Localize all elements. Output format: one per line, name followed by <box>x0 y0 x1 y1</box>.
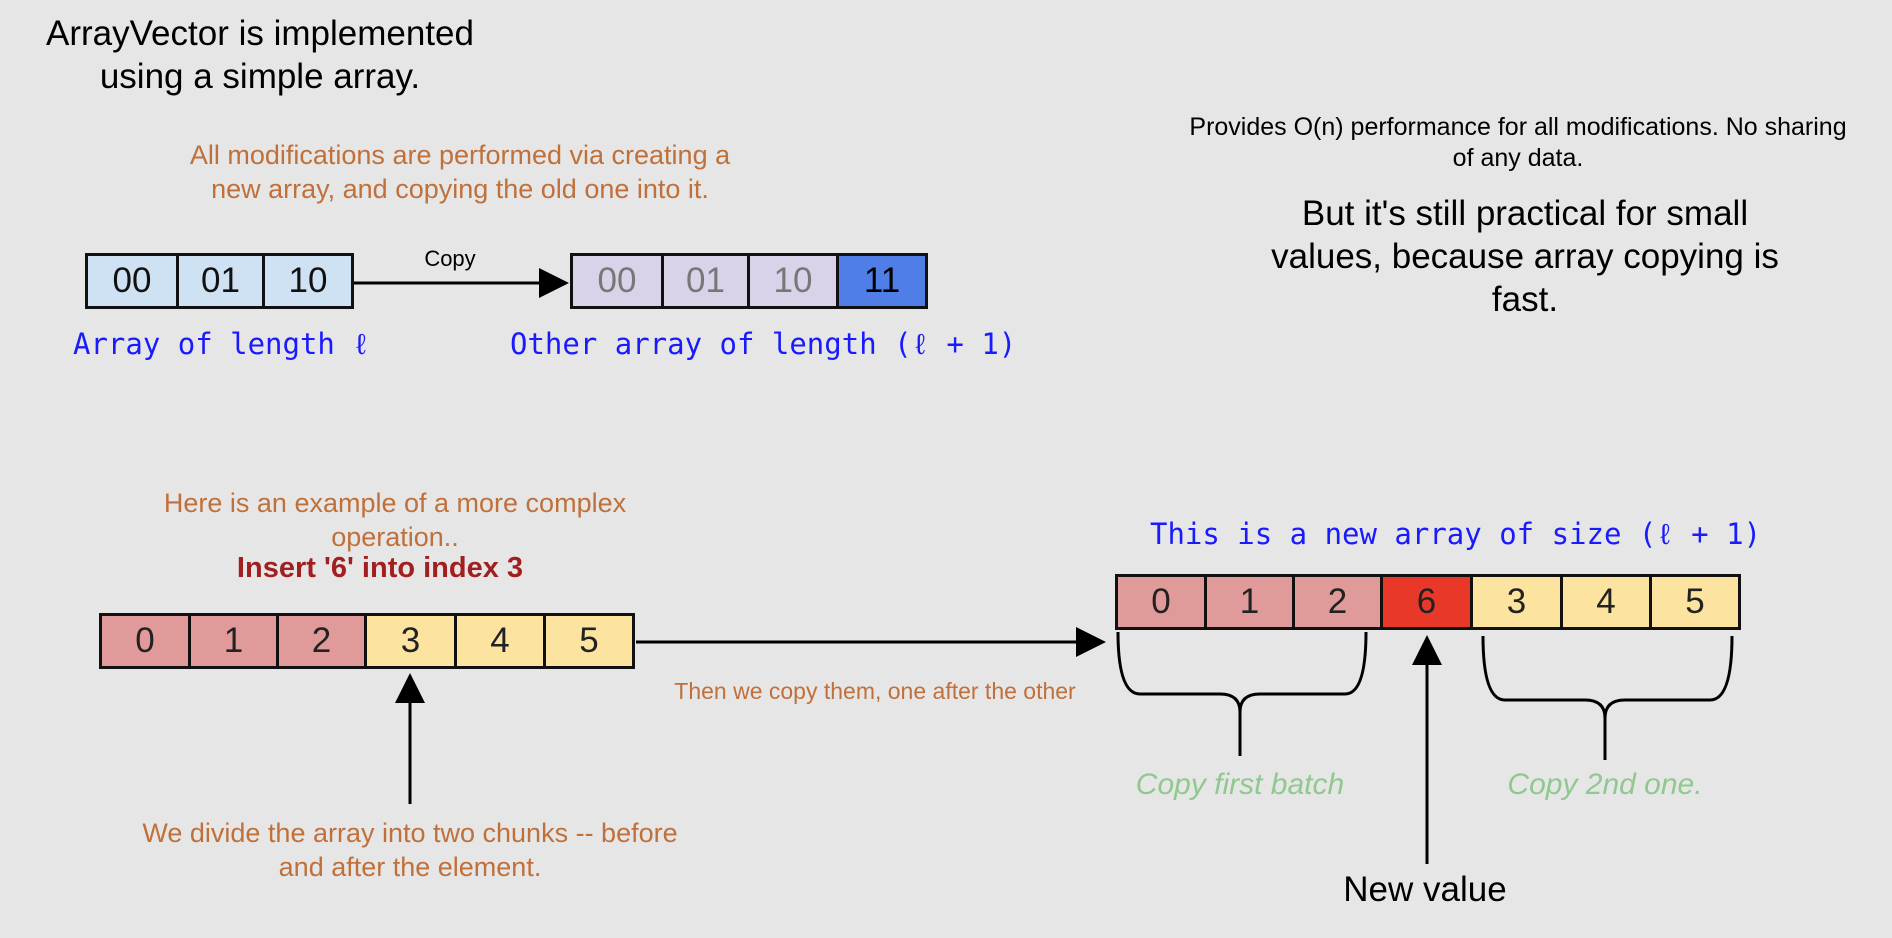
copy-label: Copy <box>424 246 476 271</box>
array-cell: 10 <box>262 253 354 309</box>
new-array: 0 1 2 6 3 4 5 <box>1115 574 1741 630</box>
array-cell-new: 11 <box>836 253 928 309</box>
array-length-l: 00 01 10 <box>85 253 354 309</box>
array-cell: 0 <box>99 613 191 669</box>
insert-label: Insert '6' into index 3 <box>236 552 524 584</box>
array-cell-inserted: 6 <box>1380 574 1473 630</box>
array-length-l-plus-1: 00 01 10 11 <box>570 253 928 309</box>
array-b-label: Other array of length (ℓ + 1) <box>510 327 1017 361</box>
array-cell: 00 <box>570 253 664 309</box>
array-cell: 0 <box>1115 574 1207 630</box>
array-cell: 10 <box>747 253 839 309</box>
new-value-label: New value <box>1343 870 1507 909</box>
second-batch-brace <box>1481 635 1734 760</box>
array-cell: 5 <box>1649 574 1741 630</box>
array-cell: 5 <box>543 613 635 669</box>
array-cell: 4 <box>1560 574 1652 630</box>
array-cell: 01 <box>661 253 750 309</box>
array-cell: 2 <box>1292 574 1383 630</box>
array-cell: 1 <box>1204 574 1295 630</box>
example-note: Here is an example of a more complex ope… <box>163 488 627 552</box>
array-cell: 4 <box>454 613 546 669</box>
copy-first-batch-label: Copy first batch <box>1135 768 1345 801</box>
practical-note: But it's still practical for small value… <box>1271 194 1779 319</box>
source-array: 0 1 2 3 4 5 <box>99 613 635 669</box>
new-array-label: This is a new array of size (ℓ + 1) <box>1150 517 1762 551</box>
copy-second-batch-label: Copy 2nd one. <box>1507 768 1703 801</box>
divide-note: We divide the array into two chunks -- b… <box>142 818 678 882</box>
array-cell: 00 <box>85 253 179 309</box>
page-title: ArrayVector is implemented using a simpl… <box>46 14 474 96</box>
array-cell: 3 <box>364 613 457 669</box>
array-cell: 2 <box>276 613 367 669</box>
array-cell: 3 <box>1470 574 1563 630</box>
performance-note: Provides O(n) performance for all modifi… <box>1189 113 1847 172</box>
array-cell: 01 <box>176 253 265 309</box>
modification-note: All modifications are performed via crea… <box>189 140 731 204</box>
first-batch-brace <box>1116 631 1368 756</box>
array-cell: 1 <box>188 613 279 669</box>
copy-order-note: Then we copy them, one after the other <box>674 678 1076 704</box>
array-a-label: Array of length ℓ <box>73 327 370 361</box>
